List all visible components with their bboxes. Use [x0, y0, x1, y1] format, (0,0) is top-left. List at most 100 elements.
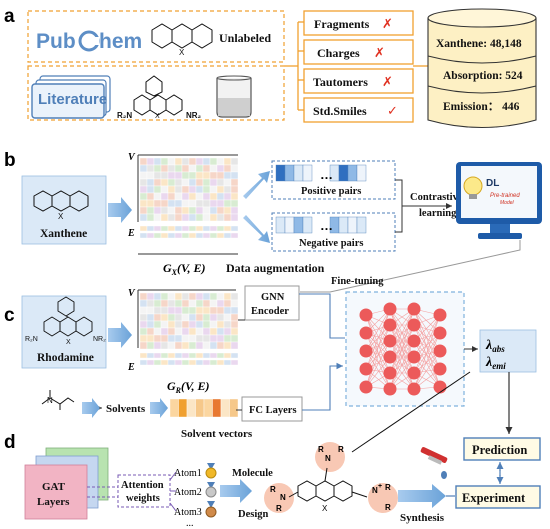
matrix-cell: [174, 185, 183, 194]
edge-cell: [202, 352, 211, 359]
pretrained-label-2: Model: [500, 200, 515, 206]
matrix-cell: [167, 306, 176, 315]
matrix-cell: [202, 171, 211, 180]
n-label: N: [372, 486, 378, 495]
nn-node: [383, 366, 397, 380]
matrix-cell: [188, 164, 197, 173]
matrix-cell: [167, 334, 176, 343]
matrix-cell: [209, 206, 218, 215]
matrix-cell: [153, 320, 162, 329]
matrix-cell: [146, 185, 155, 194]
x-label: X: [322, 504, 328, 513]
atom-label: Atom1: [174, 468, 202, 479]
nn-link: [413, 340, 441, 388]
matrix-cell: [230, 292, 239, 301]
edge-cell: [223, 232, 232, 239]
matrix-cell: [195, 199, 204, 208]
edge-cell: [195, 232, 204, 239]
positive-ellipsis: …: [320, 167, 333, 182]
matrix-cell: [230, 178, 239, 187]
xanthene-structure-icon: [151, 23, 213, 49]
r-label: R: [270, 485, 276, 494]
prediction-label: Prediction: [472, 443, 527, 457]
solvent-vector-cell: [203, 398, 213, 418]
nn-link: [413, 332, 441, 390]
matrix-cell: [174, 192, 183, 201]
matrix-cell: [209, 164, 218, 173]
filter-label: Std.Smiles: [313, 104, 367, 118]
matrix-cell: [202, 299, 211, 308]
solvent-structure-icon: [41, 390, 75, 410]
vector-cell: [275, 164, 286, 182]
rhodamine-x-atom: X: [155, 113, 160, 120]
nn-link: [389, 340, 415, 390]
matrix-cell: [223, 206, 232, 215]
nn-node: [383, 350, 397, 364]
db-absorption-count: Absorption: 524: [443, 70, 523, 82]
negative-pair-vectors: [275, 216, 367, 234]
nn-node: [407, 350, 421, 364]
matrix-cell: [202, 213, 211, 222]
matrix-cell: [139, 341, 148, 350]
molecule-label-2: Design: [238, 509, 268, 520]
edge-cell: [188, 225, 197, 232]
matrix-cell: [139, 178, 148, 187]
matrix-cell: [188, 171, 197, 180]
nn-link: [413, 324, 441, 388]
matrix-cell: [160, 313, 169, 322]
matrix-cell: [181, 199, 190, 208]
matrix-cell: [188, 185, 197, 194]
matrix-cell: [146, 171, 155, 180]
gat-label-2: Layers: [37, 496, 70, 508]
solvent-vector-cell: [212, 398, 222, 418]
contrastive-label-1: Contrastive: [410, 192, 463, 203]
unlabeled-label: Unlabeled: [219, 31, 271, 45]
designed-molecule: [264, 442, 398, 513]
matrix-cell: [160, 178, 169, 187]
atom-label: Atom2: [174, 487, 202, 498]
matrix-cell: [230, 185, 239, 194]
matrix-cell: [223, 199, 232, 208]
matrix-cell: [139, 206, 148, 215]
rhodamine-label: Rhodamine: [37, 352, 94, 364]
matrix-cell: [167, 206, 176, 215]
molecule-label-1: Molecule: [232, 468, 273, 479]
matrix-cell: [174, 327, 183, 336]
nn-link: [413, 350, 441, 390]
matrix-cell: [153, 164, 162, 173]
matrix-cell: [230, 192, 239, 201]
gnn-label-1: GNN: [261, 292, 285, 303]
matrix-cell: [146, 213, 155, 222]
nn-link: [389, 308, 415, 342]
edge-cell: [167, 225, 176, 232]
negative-pairs-label: Negative pairs: [299, 238, 363, 249]
matrix-cell: [195, 192, 204, 201]
vector-cell: [284, 216, 295, 234]
matrix-cell: [223, 320, 232, 329]
filter-list: Fragments ✗ Charges ✗ Tautomers ✗ Std.Sm…: [303, 10, 414, 123]
vector-cell: [293, 164, 304, 182]
nn-link: [413, 308, 441, 370]
matrix-cell: [195, 164, 204, 173]
edge-cell: [167, 359, 176, 366]
arrow-to-positive-icon: [243, 171, 270, 199]
edge-cell: [139, 352, 148, 359]
matrix-cell: [146, 157, 155, 166]
panel-label-a: a: [4, 6, 15, 27]
edge-cell: [202, 232, 211, 239]
solvent-vector-cell: [220, 398, 230, 418]
matrix-cell: [195, 157, 204, 166]
matrix-cell: [153, 341, 162, 350]
edge-cell: [216, 232, 225, 239]
matrix-cell: [160, 299, 169, 308]
nn-node: [407, 334, 421, 348]
matrix-cell: [167, 341, 176, 350]
cross-icon: ✗: [374, 46, 385, 61]
matrix-cell: [139, 157, 148, 166]
matrix-cell: [153, 292, 162, 301]
nn-link: [389, 308, 415, 358]
vector-cell: [302, 216, 313, 234]
edge-cell: [139, 225, 148, 232]
matrix-cell: [202, 164, 211, 173]
matrix-cell: [209, 213, 218, 222]
